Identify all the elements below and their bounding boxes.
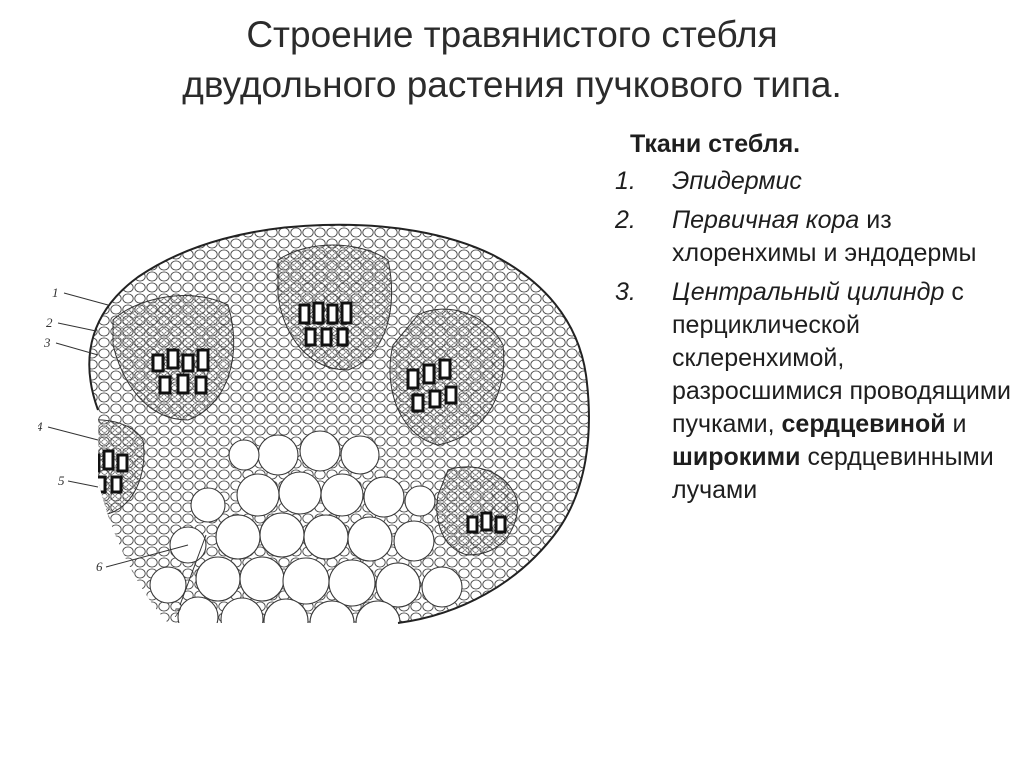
tissue-heading: Ткани стебля.	[630, 130, 801, 158]
slide-title: Строение травянистого стебля двудольного…	[0, 10, 1024, 110]
figure-label-5: 5	[58, 473, 65, 488]
title-line-1: Строение травянистого стебля	[246, 14, 778, 55]
tissue-term: Центральный цилиндр	[672, 278, 945, 306]
figure-label-4: 4	[38, 419, 43, 434]
emphasis-wide: широкими	[672, 443, 801, 471]
emphasis-pith: сердцевиной	[781, 410, 946, 438]
tissue-number: 3.	[615, 278, 636, 306]
tissue-description: Ткани стебля. 1. Эпидермис 2. Первичная …	[612, 128, 1012, 513]
tissue-number: 1.	[615, 167, 636, 195]
figure-label-3: 3	[43, 335, 51, 350]
tissue-term: Эпидермис	[672, 167, 802, 195]
figure-label-6: 6	[96, 559, 103, 574]
title-line-2: двудольного растения пучкового типа.	[182, 64, 842, 105]
figure-label-7: 7	[174, 605, 181, 620]
tissue-description-text: с перциклической склеренхимой, разросшим…	[672, 278, 1011, 438]
stem-cross-section-illustration: 1 2 3 4 5 6 7	[38, 205, 608, 625]
tissue-description-text: из хлоренхимы и эндодермы	[672, 206, 977, 267]
tissue-number: 2.	[615, 206, 636, 234]
tissue-term: Первичная кора	[672, 206, 860, 234]
tissue-item-cortex: 2. Первичная кора из хлоренхимы и эндоде…	[612, 204, 1012, 270]
tissue-item-central-cylinder: 3. Центральный цилиндр с перциклической …	[612, 276, 1012, 507]
tissue-list: 1. Эпидермис 2. Первичная кора из хлорен…	[612, 165, 1012, 507]
tissue-description-end: сердцевинными лучами	[672, 443, 994, 504]
tissue-item-epidermis: 1. Эпидермис	[612, 165, 1012, 198]
figure-label-1: 1	[52, 285, 59, 300]
figure-label-2: 2	[46, 315, 53, 330]
conjunction-text: и	[945, 410, 967, 438]
